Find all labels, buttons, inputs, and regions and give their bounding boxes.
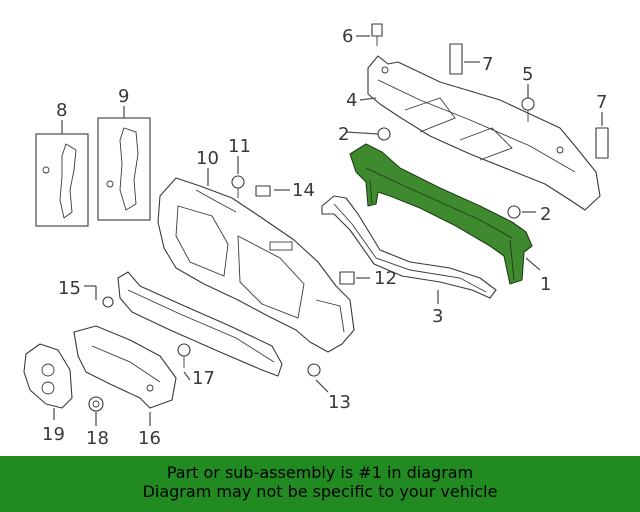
leader-lines xyxy=(53,35,603,426)
callout-4: 4 xyxy=(346,90,357,111)
callout-11: 11 xyxy=(228,136,251,157)
exploded-parts-diagram: 1 2 2 3 4 5 6 7 7 8 9 10 11 12 13 14 15 … xyxy=(23,23,609,449)
callout-16: 16 xyxy=(138,428,161,449)
fastener-13[interactable] xyxy=(307,363,321,377)
fastener-7a[interactable] xyxy=(449,43,463,75)
callout-12: 12 xyxy=(374,268,397,289)
callout-19: 19 xyxy=(42,424,65,445)
callout-7a: 7 xyxy=(482,54,493,75)
banner-line-2: Diagram may not be specific to your vehi… xyxy=(142,482,498,501)
part-16-lower-shield[interactable] xyxy=(73,325,177,409)
fastener-2b[interactable] xyxy=(507,205,521,219)
fastener-18[interactable] xyxy=(88,396,104,412)
part-10-radiator-support[interactable] xyxy=(157,177,355,353)
callout-17: 17 xyxy=(192,368,215,389)
callout-9: 9 xyxy=(118,86,129,107)
callout-6: 6 xyxy=(342,26,353,47)
callout-3: 3 xyxy=(432,306,443,327)
callout-8: 8 xyxy=(56,100,67,121)
fastener-15[interactable] xyxy=(102,296,114,308)
info-banner: Part or sub-assembly is #1 in diagram Di… xyxy=(0,456,640,512)
fastener-12[interactable] xyxy=(339,271,355,285)
callout-5: 5 xyxy=(522,64,533,85)
callout-7b: 7 xyxy=(596,92,607,113)
part-3-lower-support[interactable] xyxy=(321,195,497,299)
callout-14: 14 xyxy=(292,180,315,201)
fastener-14[interactable] xyxy=(255,185,271,197)
callout-15: 15 xyxy=(58,278,81,299)
fastener-6[interactable] xyxy=(371,23,383,46)
fastener-2a[interactable] xyxy=(377,127,391,141)
part-1-tie-bar-highlighted[interactable] xyxy=(349,143,533,285)
part-8-inset[interactable] xyxy=(35,133,89,227)
callout-18: 18 xyxy=(86,428,109,449)
part-9-inset[interactable] xyxy=(97,117,151,221)
callout-13: 13 xyxy=(328,392,351,413)
callout-1: 1 xyxy=(540,274,551,295)
fastener-17[interactable] xyxy=(177,343,191,368)
callout-2b: 2 xyxy=(540,204,551,225)
callout-10: 10 xyxy=(196,148,219,169)
part-15-lower-strip[interactable] xyxy=(117,271,283,377)
fastener-11[interactable] xyxy=(231,175,245,198)
part-4-upper-shield[interactable] xyxy=(367,55,601,211)
part-19-bracket[interactable] xyxy=(23,343,73,409)
callout-2a: 2 xyxy=(338,124,349,145)
fastener-7b[interactable] xyxy=(595,127,609,159)
banner-line-1: Part or sub-assembly is #1 in diagram xyxy=(166,463,474,482)
